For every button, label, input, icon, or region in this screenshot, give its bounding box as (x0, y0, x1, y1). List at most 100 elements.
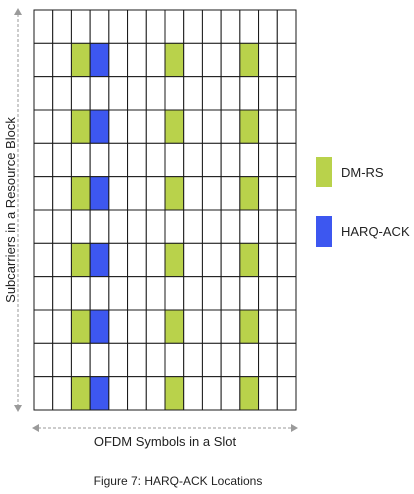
grid-cell (164, 342, 185, 378)
grid-cell (258, 109, 278, 144)
grid-cell (239, 9, 260, 44)
legend-label-harq: HARQ-ACK (341, 224, 410, 239)
resource-grid (33, 9, 297, 411)
grid-cell (145, 309, 166, 344)
grid-cell (127, 209, 147, 244)
grid-cell (145, 376, 166, 411)
grid-cell (276, 9, 297, 44)
grid-cell-harq-ack (89, 309, 110, 344)
grid-cell (89, 342, 110, 378)
grid-cell (183, 342, 203, 378)
grid-cell (201, 342, 222, 378)
grid-cell-harq-ack (89, 109, 110, 144)
grid-cell (258, 209, 278, 244)
grid-cell (33, 176, 54, 211)
grid-cell (183, 309, 203, 344)
grid-cell (127, 309, 147, 344)
y-axis-arrow-bottom (14, 405, 22, 412)
legend: DM-RS HARQ-ACK (316, 157, 410, 247)
grid-cell (220, 142, 241, 178)
grid-cell (258, 309, 278, 344)
grid-cell (108, 309, 129, 344)
grid-cell (258, 142, 278, 178)
grid-cell (108, 242, 129, 278)
grid-cell (52, 9, 72, 44)
grid-cell (258, 376, 278, 411)
grid-cell (127, 376, 147, 411)
grid-cell-dm-rs (239, 42, 260, 78)
grid-cell (220, 309, 241, 344)
grid-cell (258, 42, 278, 78)
grid-cell (108, 209, 129, 244)
grid-cell (201, 76, 222, 111)
grid-cell (89, 209, 110, 244)
grid-cell-dm-rs (70, 309, 91, 344)
grid-cell (276, 209, 297, 244)
y-axis-arrow-top (14, 8, 22, 15)
grid-cell-harq-ack (89, 242, 110, 278)
grid-cell (33, 242, 54, 278)
y-axis: Subcarriers in a Resource Block (3, 8, 22, 412)
grid-cell (33, 276, 54, 311)
grid-cell-dm-rs (164, 309, 185, 344)
grid-cell (33, 109, 54, 144)
grid-cell-dm-rs (70, 109, 91, 144)
grid-cell (108, 9, 129, 44)
grid-cell (220, 276, 241, 311)
grid-cell (108, 42, 129, 78)
grid-cell (220, 209, 241, 244)
grid-cell (127, 109, 147, 144)
grid-cell (258, 342, 278, 378)
legend-swatch-dmrs (316, 157, 332, 187)
grid-cell (33, 76, 54, 111)
grid-cell-dm-rs (164, 176, 185, 211)
grid-cell (220, 242, 241, 278)
grid-cell (89, 276, 110, 311)
grid-cell (239, 342, 260, 378)
grid-cell (258, 176, 278, 211)
grid-cell (127, 9, 147, 44)
grid-cell (183, 242, 203, 278)
grid-cell (70, 209, 91, 244)
grid-cell (33, 309, 54, 344)
grid-cell (145, 76, 166, 111)
grid-cell (220, 176, 241, 211)
grid-cell (220, 109, 241, 144)
x-axis-label: OFDM Symbols in a Slot (94, 434, 237, 449)
grid-cell (276, 376, 297, 411)
grid-cell (276, 309, 297, 344)
grid-cell (258, 242, 278, 278)
grid-cell (183, 209, 203, 244)
grid-cell-dm-rs (164, 42, 185, 78)
grid-cell (70, 76, 91, 111)
grid-cell-dm-rs (70, 242, 91, 278)
grid-cell (52, 342, 72, 378)
grid-cell (239, 76, 260, 111)
grid-cell (52, 109, 72, 144)
grid-cell (276, 109, 297, 144)
grid-cell (127, 76, 147, 111)
grid-cell (276, 342, 297, 378)
grid-cell (239, 209, 260, 244)
grid-cell-harq-ack (89, 42, 110, 78)
grid-cell (164, 142, 185, 178)
grid-cell (276, 242, 297, 278)
grid-cell (276, 42, 297, 78)
grid-cell (33, 376, 54, 411)
grid-cell (52, 42, 72, 78)
grid-cell (145, 276, 166, 311)
grid-cell (183, 276, 203, 311)
grid-cell (164, 9, 185, 44)
grid-cell (33, 342, 54, 378)
grid-cell (108, 76, 129, 111)
grid-cell (164, 76, 185, 111)
grid-cell (145, 142, 166, 178)
grid-cell (33, 9, 54, 44)
grid-cell (258, 276, 278, 311)
grid-cell (108, 176, 129, 211)
grid-cell (127, 342, 147, 378)
legend-swatch-harq (316, 216, 332, 247)
grid-cell (145, 176, 166, 211)
grid-cell (201, 42, 222, 78)
grid-cell (201, 376, 222, 411)
